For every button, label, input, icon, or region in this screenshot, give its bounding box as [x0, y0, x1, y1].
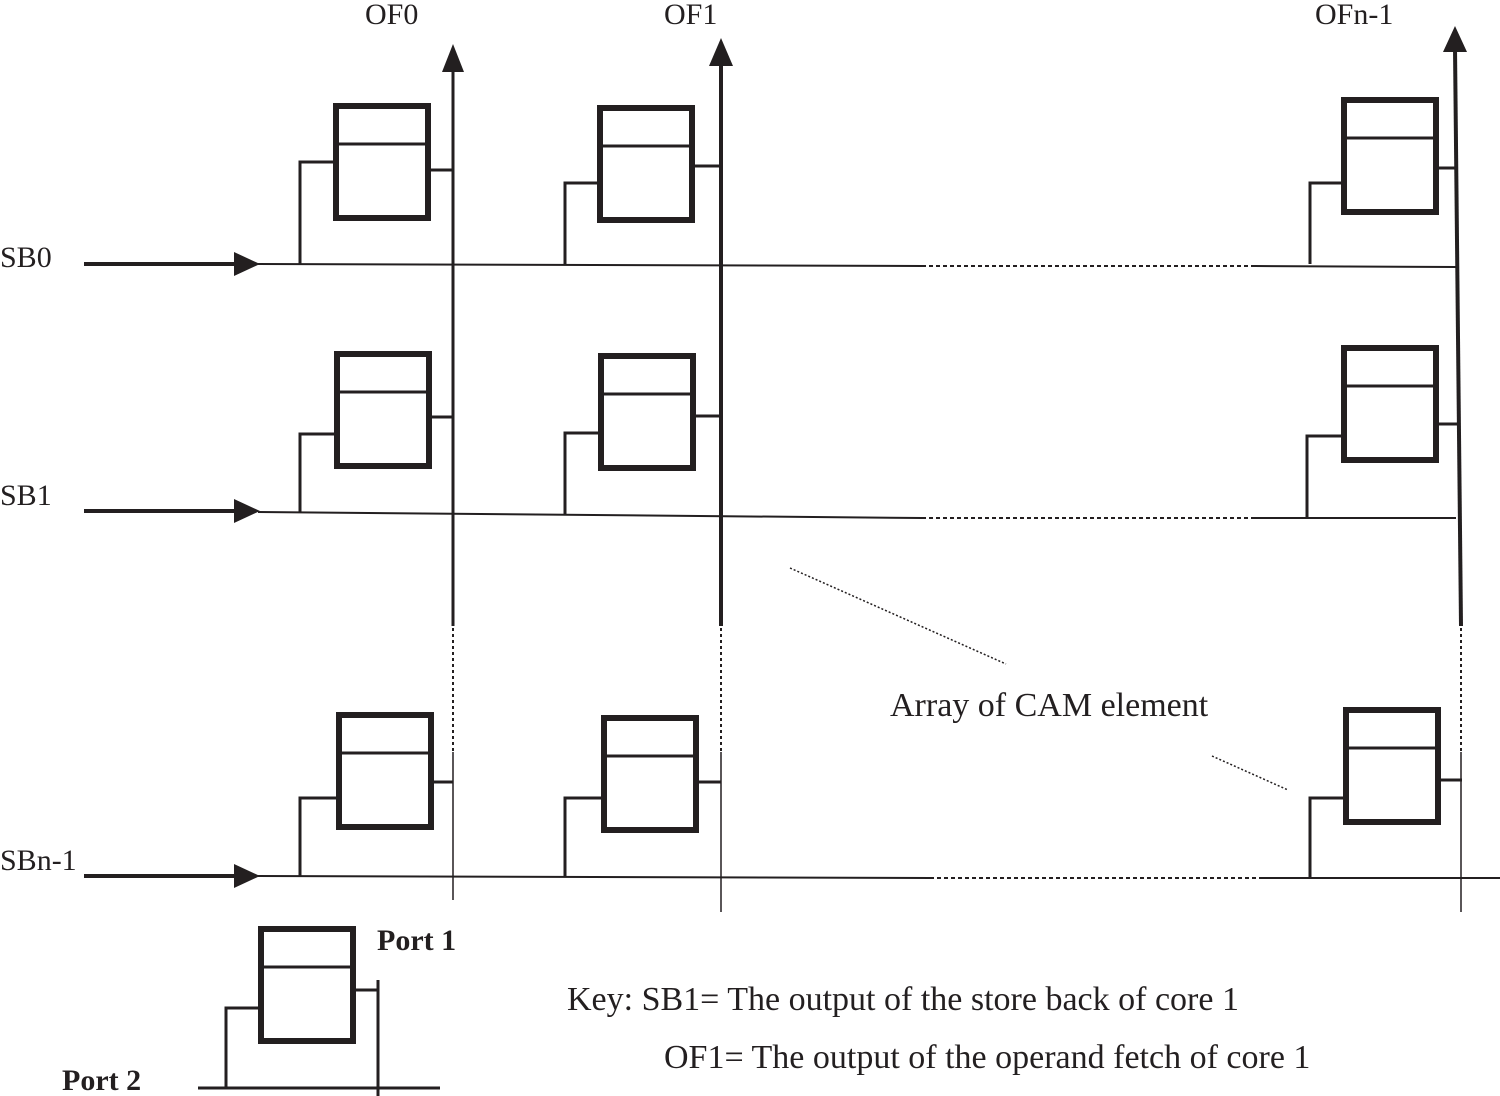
cam-cell-r1-cn	[1305, 348, 1457, 518]
cam-cell-rn-cn	[1308, 710, 1462, 878]
sbn-1-label: SBn-1	[0, 844, 77, 877]
sb0-bus-line	[257, 263, 1457, 268]
port1-label: Port 1	[377, 924, 456, 957]
sb1-bus-line	[257, 511, 1456, 519]
sbn-1-bus-line	[257, 875, 1500, 879]
ofn-1-label: OFn-1	[1315, 0, 1393, 31]
port-legend-cell	[198, 929, 440, 1096]
of0-label: OF0	[365, 0, 418, 31]
cam-cell-rn-c1	[563, 718, 721, 877]
of1-label: OF1	[664, 0, 717, 31]
array-annotation: Array of CAM element	[890, 687, 1209, 724]
cam-cell-r0-cn	[1308, 100, 1456, 264]
cam-cell-r0-c1	[563, 108, 721, 264]
annotation-pointer-2	[1211, 755, 1289, 791]
of1-column-line	[709, 38, 733, 912]
annotation-pointer-1	[789, 567, 1007, 665]
key-line-2: OF1= The output of the operand fetch of …	[664, 1039, 1310, 1076]
key-line-1: Key: SB1= The output of the store back o…	[567, 981, 1239, 1018]
sbn-1-input-arrow	[84, 864, 260, 888]
sb1-input-arrow	[84, 499, 260, 523]
cam-cell-r1-c0	[298, 354, 453, 513]
sb0-input-arrow	[84, 252, 260, 276]
port2-label: Port 2	[62, 1064, 141, 1096]
sb1-label: SB1	[0, 479, 52, 512]
cam-cell-r0-c0	[298, 106, 453, 264]
cam-cell-r1-c1	[563, 356, 721, 514]
cam-cell-rn-c0	[298, 715, 453, 877]
sb0-label: SB0	[0, 241, 52, 274]
of0-column-line	[442, 44, 464, 900]
